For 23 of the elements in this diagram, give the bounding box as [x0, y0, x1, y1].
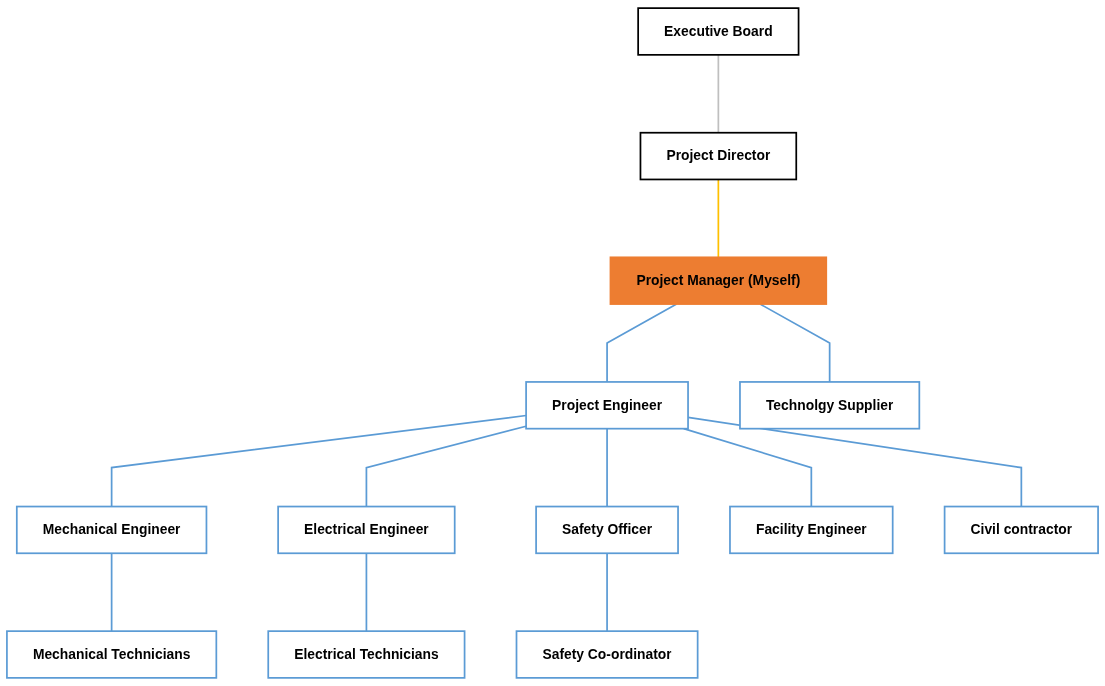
connector: [365, 425, 527, 508]
node-box: Civil contractor: [943, 505, 1099, 555]
node-box: Project Director: [639, 131, 798, 181]
connector: [759, 303, 831, 383]
node-box: Mechanical Engineer: [15, 505, 208, 555]
connector: [110, 552, 113, 632]
connector: [606, 427, 608, 508]
node-box: Safety Co-ordinator: [515, 630, 699, 679]
connector: [365, 552, 368, 632]
node-box: Mechanical Technicians: [6, 630, 218, 679]
node-box: Technolgy Supplier: [739, 381, 921, 430]
node-box: Executive Board: [637, 7, 800, 56]
node-box: Safety Officer: [535, 505, 679, 555]
node-box: Electrical Technicians: [267, 630, 466, 679]
node-box: Facility Engineer: [729, 505, 894, 555]
node-box: Project Engineer: [525, 381, 689, 430]
connector: [717, 178, 720, 259]
connector: [717, 54, 720, 134]
connector: [606, 552, 608, 632]
node-box: Electrical Engineer: [277, 505, 456, 555]
connector: [606, 303, 678, 383]
node-box: Project Manager (Myself): [609, 256, 828, 305]
connector: [110, 414, 527, 508]
